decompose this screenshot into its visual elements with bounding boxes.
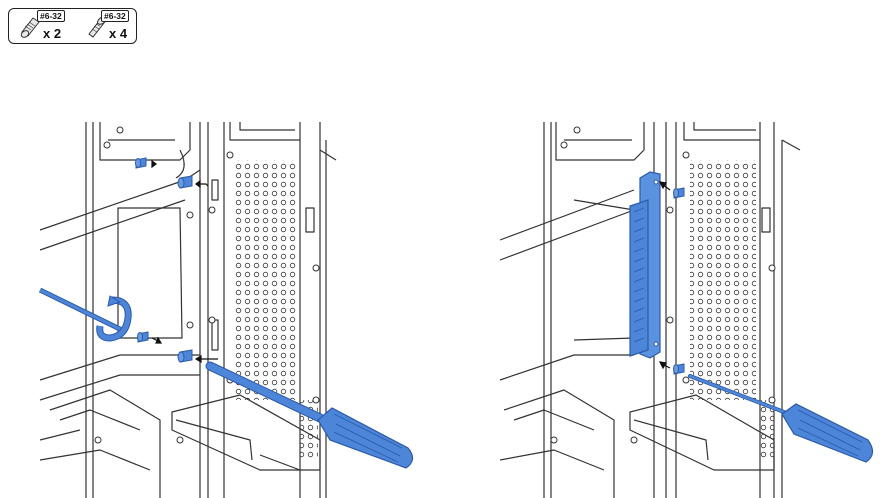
- bracket-attachment-illustration: [444, 0, 888, 498]
- screw-bottom: [138, 332, 149, 342]
- screw-top: [136, 158, 147, 168]
- rotation-arrow-icon: [40, 290, 128, 338]
- screw-top: [674, 188, 685, 198]
- standoff-installation-illustration: [0, 0, 444, 498]
- perforated-panel: [234, 160, 296, 400]
- pcie-bracket: [630, 172, 660, 358]
- standoff-bottom: [178, 350, 192, 362]
- screw-bottom: [674, 364, 685, 374]
- standoff-top: [178, 176, 192, 188]
